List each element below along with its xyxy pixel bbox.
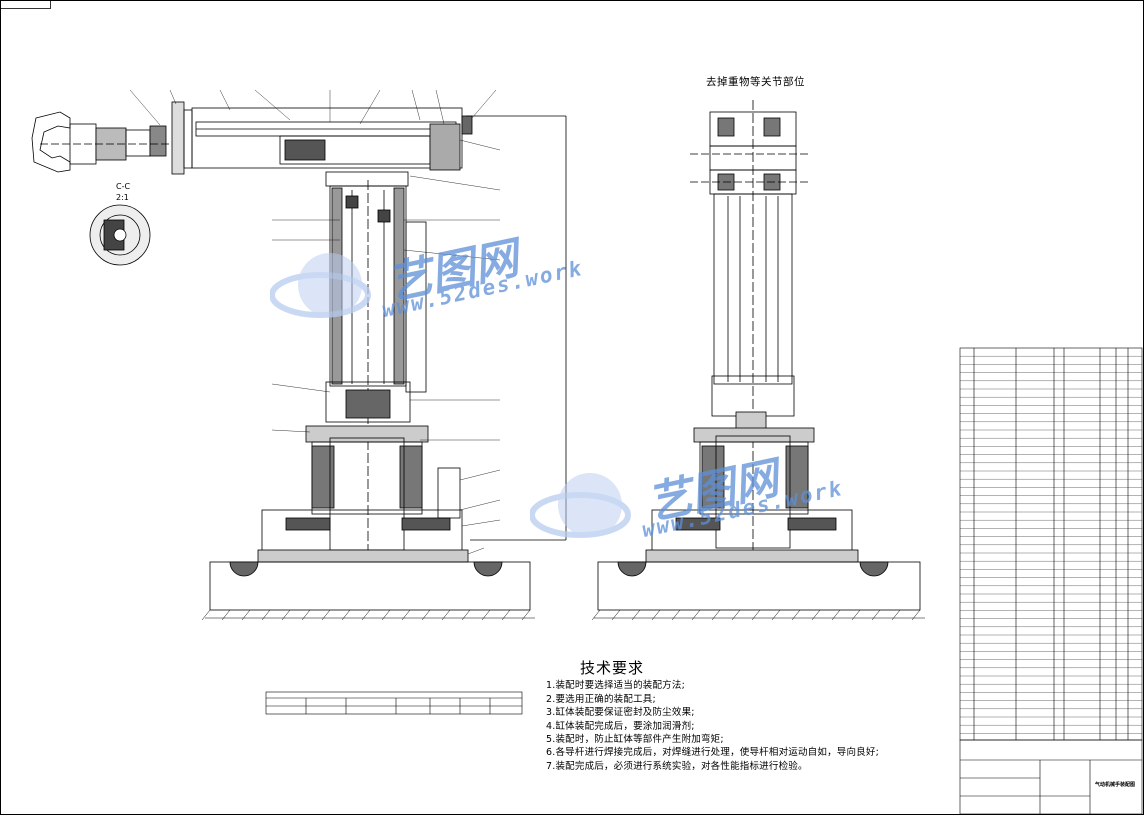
wheel [473, 561, 503, 577]
wheel [859, 561, 889, 577]
front-view [31, 89, 567, 621]
side-view [591, 100, 925, 621]
title-block-name: 气动机械手装配图 [1095, 782, 1136, 788]
section-label: C-C [116, 182, 131, 191]
parts-list [959, 347, 1143, 815]
tech-requirement-item: 4.缸体装配完成后，要涂加润滑剂; [546, 720, 695, 732]
wheel [617, 561, 647, 577]
base [257, 425, 469, 563]
technical-requirements: 技术要求 1.装配时要选择适当的装配方法; 2.要选用正确的装配工具; 3.缸体… [546, 659, 886, 773]
parameter-table [265, 691, 523, 715]
tech-requirement-item: 1.装配时要选择适当的装配方法; [546, 680, 685, 692]
tech-requirements-title: 技术要求 [580, 659, 645, 677]
side-view-note: 去掉重物等关节部位 [706, 76, 805, 88]
tech-requirement-item: 3.缸体装配要保证密封及防尘效果; [546, 707, 695, 719]
ground-slab [597, 561, 921, 611]
corner-tag [0, 0, 51, 9]
tech-requirement-item: 6.各导杆进行焊接完成后，对焊缝进行处理，使导杆相对运动自如，导向良好; [546, 747, 879, 759]
tech-requirement-item: 2.要选用正确的装配工具; [546, 693, 656, 705]
tech-requirement-item: 5.装配时，防止缸体等部件产生附加弯矩; [546, 734, 724, 746]
section-scale: 2:1 [116, 193, 129, 202]
gripper [31, 111, 180, 173]
tech-requirement-item: 7.装配完成后，必须进行系统实验，对各性能指标进行检验。 [546, 760, 808, 772]
section-view [89, 204, 151, 266]
wheel [229, 561, 259, 577]
arm-cylinder [191, 107, 473, 171]
